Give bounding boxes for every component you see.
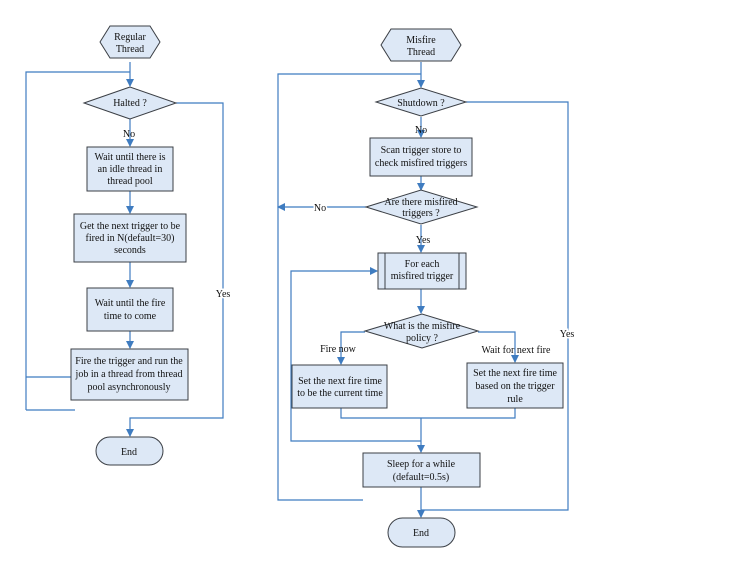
get-next-label-1: Get the next trigger to be: [80, 221, 181, 232]
edge-next-trigger-loop: [290, 267, 421, 442]
sleep-label-1: Sleep for a while: [387, 459, 456, 470]
set-rule-label-2: based on the trigger: [475, 381, 555, 392]
fire-label-1: Fire the trigger and run the: [75, 356, 183, 367]
fire-label-2: job in a thread from thread: [75, 369, 183, 380]
get-next-label-3: seconds: [114, 245, 146, 256]
regular-end-label: End: [121, 447, 137, 458]
shutdown-no-label: No: [415, 125, 427, 136]
are-misfired-no-label: No: [314, 203, 326, 214]
misfire-end-terminator: [387, 517, 456, 548]
policy-label-2: policy ?: [406, 333, 438, 344]
are-misfired-yes-label: Yes: [416, 235, 431, 246]
misfire-policy-decision: [363, 313, 480, 349]
sleep-box: [362, 452, 481, 488]
halted-yes-label: Yes: [216, 289, 231, 300]
halted-decision: [82, 86, 178, 120]
wait-idle-box: [86, 146, 174, 192]
regular-start-label-1: Regular: [114, 32, 146, 43]
set-rule-label-1: Set the next fire time: [473, 368, 557, 379]
set-current-label-2: to be the current time: [297, 388, 383, 399]
wait-idle-label-3: thread pool: [107, 176, 152, 187]
regular-thread-flow: Regular Thread Halted ? No Yes Wait unti…: [25, 25, 232, 466]
misfired-triggers-decision: [364, 189, 479, 225]
misfire-thread-start: [380, 28, 462, 62]
misfire-end-label: End: [413, 528, 429, 539]
are-misfired-label-1: Are there misfired: [384, 197, 457, 208]
for-each-label-1: For each: [405, 259, 440, 270]
wait-fire-label-2: time to come: [104, 311, 157, 322]
misfire-start-label-1: Misfire: [406, 35, 436, 46]
for-each-label-2: misfired trigger: [391, 271, 454, 282]
wait-next-fire-label: Wait for next fire: [482, 345, 551, 356]
set-by-rule-box: [466, 362, 564, 409]
policy-label-1: What is the misfire: [384, 321, 461, 332]
edge-shutdown-yes: [421, 101, 569, 511]
wait-fire-label-1: Wait until the fire: [95, 298, 166, 309]
regular-end-terminator: [95, 436, 164, 466]
fire-trigger-box: [70, 348, 189, 401]
sleep-label-2: (default=0.5s): [393, 472, 449, 483]
for-each-misfired-trigger-box: [377, 252, 467, 290]
get-next-label-2: fired in N(default=30): [86, 233, 175, 244]
halted-label: Halted ?: [113, 98, 147, 109]
regular-thread-start: [99, 25, 161, 59]
set-current-label-1: Set the next fire time: [298, 376, 382, 387]
are-misfired-label-2: triggers ?: [402, 208, 440, 219]
fire-label-3: pool asynchronously: [87, 382, 170, 393]
get-next-trigger-box: [73, 213, 187, 263]
edge-policy-wait-next: [478, 331, 519, 363]
set-rule-label-3: rule: [507, 394, 523, 405]
scan-trigger-store-box: [369, 137, 473, 177]
set-current-time-box: [291, 364, 388, 409]
scan-label-2: check misfired triggers: [375, 158, 467, 169]
misfire-thread-flow: Misfire Thread Shutdown ? No Yes Scan tr…: [277, 28, 576, 548]
edge-policy-fire-now: [337, 331, 365, 365]
wait-idle-label-2: an idle thread in: [98, 164, 163, 175]
regular-start-label-2: Thread: [116, 44, 144, 55]
shutdown-decision: [374, 87, 468, 117]
wait-idle-label-1: Wait until there is: [94, 152, 165, 163]
fire-now-label: Fire now: [320, 344, 357, 355]
scan-label-1: Scan trigger store to: [381, 145, 462, 156]
misfire-start-label-2: Thread: [407, 47, 435, 58]
edge-set-join: [340, 408, 516, 419]
edge-loop-back: [25, 71, 130, 410]
wait-fire-time-box: [86, 287, 174, 332]
halted-no-label: No: [123, 129, 135, 140]
shutdown-yes-label: Yes: [560, 329, 575, 340]
edge-halted-yes: [126, 102, 224, 437]
edge-sleep-loop-back: [277, 73, 421, 501]
shutdown-label: Shutdown ?: [397, 98, 445, 109]
